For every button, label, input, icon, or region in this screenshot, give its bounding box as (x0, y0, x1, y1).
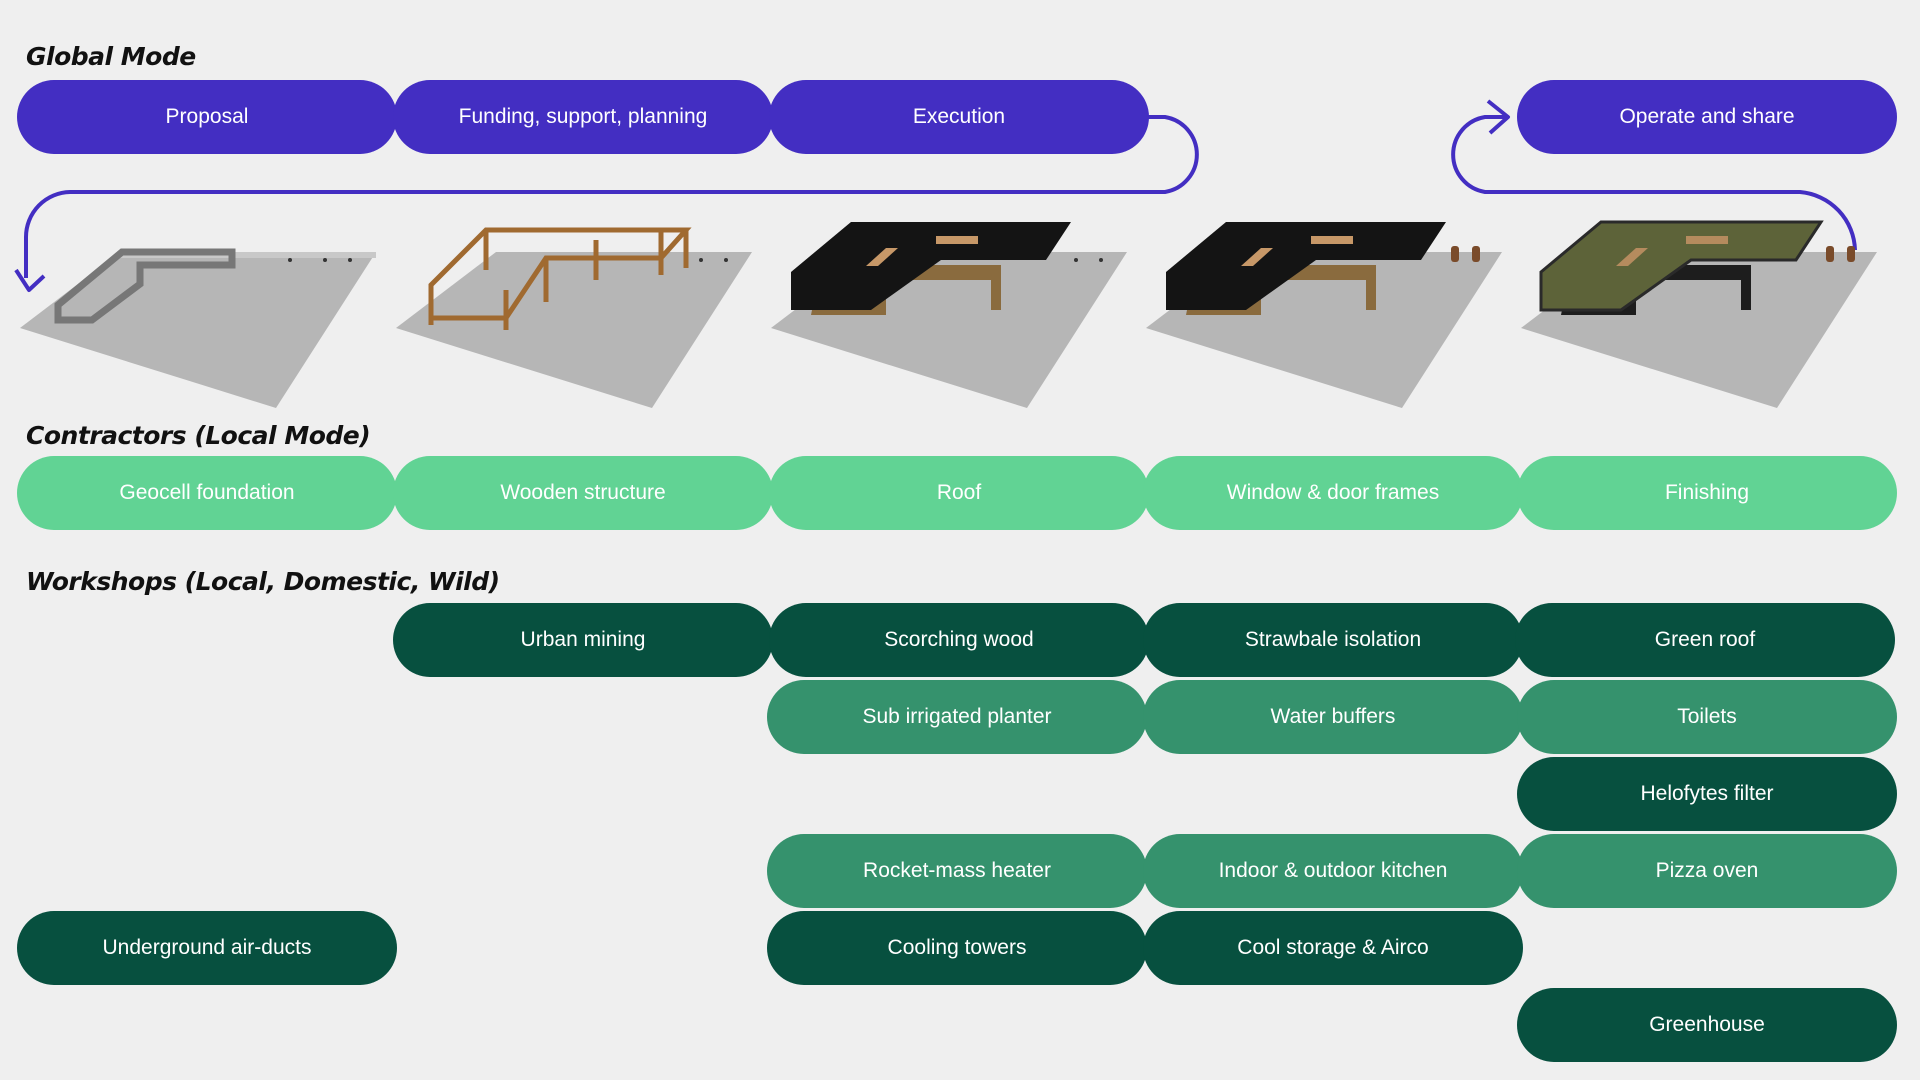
house-stage-black-roof-render (771, 222, 1127, 408)
global-mode-title: Global Mode (26, 42, 196, 71)
contractor-step-wooden-structure[interactable]: Wooden structure (393, 456, 773, 530)
flow-arrow-execution-to-foundation (24, 115, 1199, 278)
workshop-green-roof[interactable]: Green roof (1515, 603, 1895, 677)
workshop-pizza-oven[interactable]: Pizza oven (1517, 834, 1897, 908)
arrow-head-right (1486, 99, 1510, 135)
house-stage-framed-house-render (1146, 222, 1502, 408)
workshop-water-buffers[interactable]: Water buffers (1143, 680, 1523, 754)
contractor-step-window-door-frames[interactable]: Window & door frames (1143, 456, 1523, 530)
contractor-step-roof[interactable]: Roof (769, 456, 1149, 530)
workshop-scorching-wood[interactable]: Scorching wood (769, 603, 1149, 677)
flow-arrow-finishing-to-operate (1451, 115, 1857, 251)
workshop-cooling-towers[interactable]: Cooling towers (767, 911, 1147, 985)
house-stage-foundation-render (20, 248, 376, 408)
contractor-step-finishing[interactable]: Finishing (1517, 456, 1897, 530)
arrow-head-down (14, 268, 46, 292)
global-step-operate[interactable]: Operate and share (1517, 80, 1897, 154)
global-step-execution[interactable]: Execution (769, 80, 1149, 154)
global-step-proposal[interactable]: Proposal (17, 80, 397, 154)
workshop-helofytes-filter[interactable]: Helofytes filter (1517, 757, 1897, 831)
global-step-funding[interactable]: Funding, support, planning (393, 80, 773, 154)
house-stage-wooden-frame-render (396, 227, 752, 408)
workshop-greenhouse[interactable]: Greenhouse (1517, 988, 1897, 1062)
workshops-title: Workshops (Local, Domestic, Wild) (26, 567, 500, 596)
workshop-indoor-outdoor-kitchen[interactable]: Indoor & outdoor kitchen (1143, 834, 1523, 908)
workshop-underground-air-ducts[interactable]: Underground air-ducts (17, 911, 397, 985)
workshop-strawbale-isolation[interactable]: Strawbale isolation (1143, 603, 1523, 677)
workshop-cool-storage-airco[interactable]: Cool storage & Airco (1143, 911, 1523, 985)
workshop-toilets[interactable]: Toilets (1517, 680, 1897, 754)
house-stage-green-roof-render (1521, 220, 1877, 408)
contractors-title: Contractors (Local Mode) (26, 421, 371, 450)
workshop-sub-irrigated-planter[interactable]: Sub irrigated planter (767, 680, 1147, 754)
contractor-step-geocell-foundation[interactable]: Geocell foundation (17, 456, 397, 530)
workshop-urban-mining[interactable]: Urban mining (393, 603, 773, 677)
workshop-rocket-mass-heater[interactable]: Rocket-mass heater (767, 834, 1147, 908)
